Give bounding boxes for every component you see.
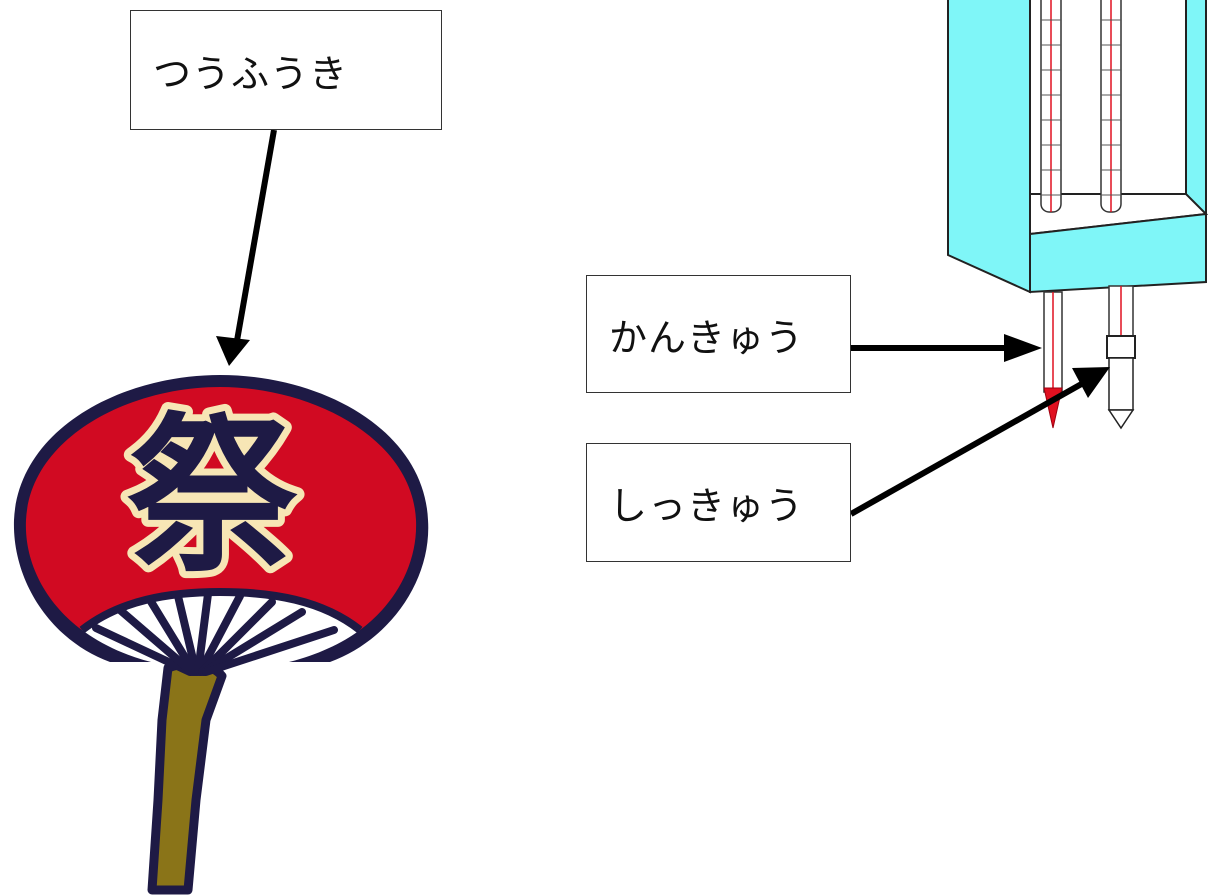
label-wet-bulb-text: しっきゅう <box>609 484 805 528</box>
shelter-left-panel <box>947 0 1031 294</box>
psychrometer-illustration <box>947 0 1209 430</box>
label-dry-bulb-text: かんきゅう <box>609 315 805 360</box>
shelter-front-bottom <box>1029 212 1207 294</box>
label-box-dry-bulb: かんきゅう <box>586 275 851 393</box>
fan-ribs <box>92 590 338 676</box>
wet-bulb <box>1106 285 1136 430</box>
arrow-dry-bulb <box>851 334 1042 362</box>
fan-face <box>25 387 417 630</box>
fan-handle <box>147 659 227 895</box>
label-box-wet-bulb: しっきゅう <box>586 443 851 562</box>
label-ventilation-text: つうふうき <box>153 51 349 96</box>
shelter-right-panel <box>1185 0 1207 233</box>
arrow-wet-bulb <box>849 367 1110 517</box>
fan-character: 祭 <box>127 398 298 596</box>
wet-bulb-thermometer-upper <box>1100 0 1122 213</box>
dry-bulb-thermometer-upper <box>1040 0 1062 213</box>
arrow-ventilation <box>216 129 277 366</box>
dry-bulb <box>1043 291 1063 429</box>
uchiwa-fan-illustration: 祭 <box>13 375 429 895</box>
label-box-ventilation: つうふうき <box>130 10 442 130</box>
